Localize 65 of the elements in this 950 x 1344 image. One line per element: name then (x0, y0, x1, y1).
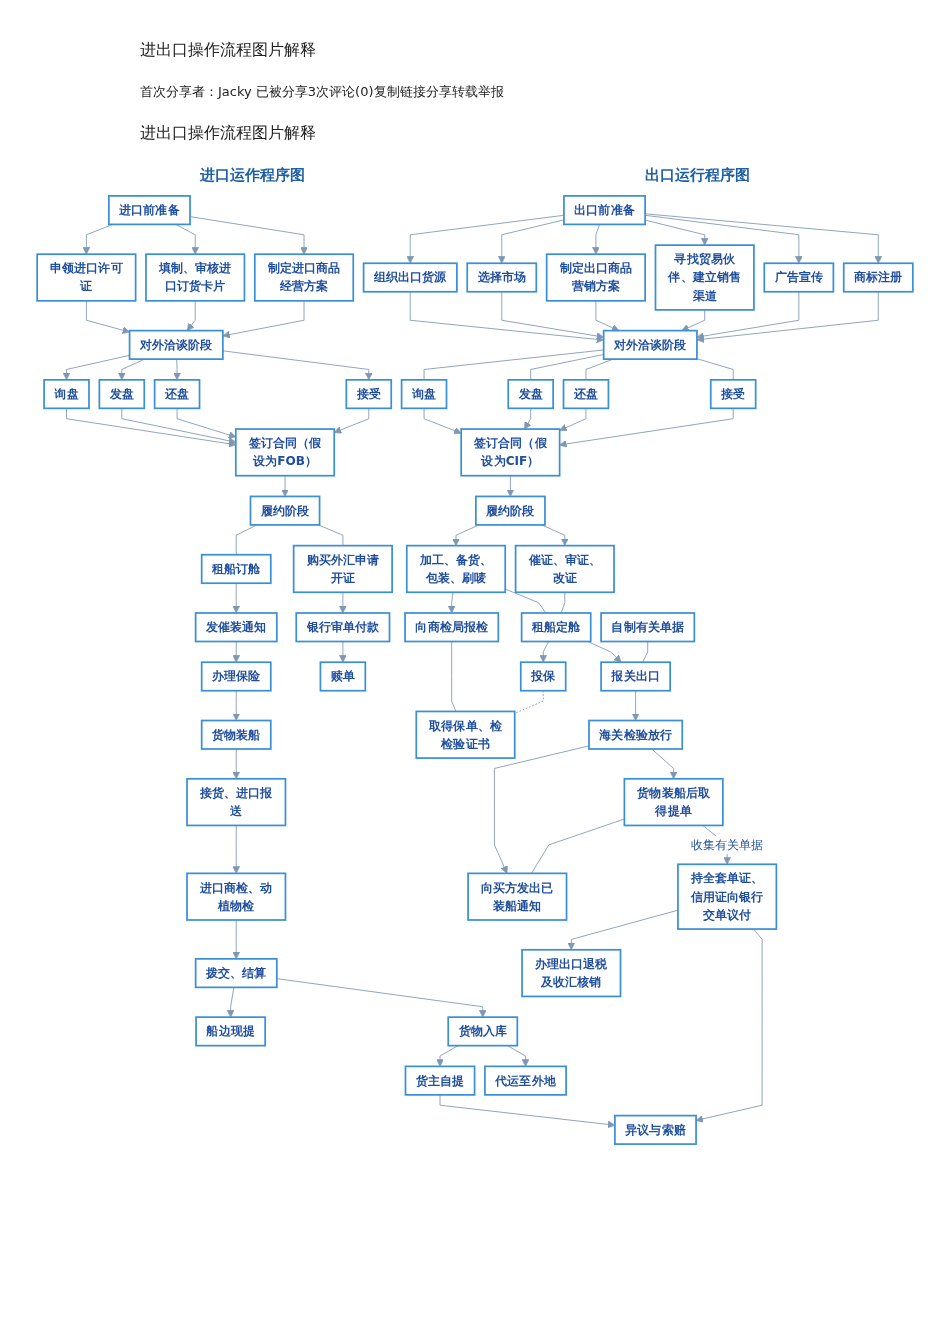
node-box: 出口前准备 (563, 195, 646, 226)
edge-label: 收集有关单据 (690, 837, 764, 852)
node-box: 签订合同（假设为CIF） (460, 428, 561, 477)
node-box: 进口前准备 (108, 195, 191, 226)
diagram-heading: 进口运作程序图 (200, 166, 305, 185)
node-box: 发盘 (98, 379, 146, 410)
node-box: 履约阶段 (475, 495, 546, 526)
connector (560, 591, 566, 614)
node-box: 租船订舱 (200, 553, 272, 585)
node-box: 询盘 (43, 379, 90, 410)
node-box: 取得保单、检检验证书 (415, 710, 516, 759)
connector (531, 818, 625, 874)
node-box: 履约阶段 (249, 495, 321, 526)
node-box: 还盘 (562, 379, 610, 410)
node-box: 进口商检、动植物检 (186, 872, 287, 921)
node-box: 发盘 (507, 379, 554, 410)
node-box: 加工、备货、包装、刷唛 (405, 544, 507, 594)
node-box: 货物装船后取得提单 (623, 777, 724, 827)
node-box: 商标注册 (842, 262, 914, 293)
share-info-text: 首次分享者：Jacky 已被分享3次评论(0)复制链接分享转载举报 (140, 83, 504, 101)
node-box: 办理保险 (200, 661, 272, 692)
node-box: 购买外汇申请开证 (292, 544, 393, 594)
connector (318, 524, 344, 547)
node-box: 海关检验放行 (588, 719, 684, 750)
node-box: 制定出口商品营销方案 (545, 253, 646, 302)
node-box: 赎单 (319, 661, 367, 692)
node-box: 异议与索赔 (614, 1114, 697, 1145)
node-box: 投保 (519, 661, 567, 692)
node-box: 持全套单证、信用证向银行交单议付 (677, 863, 778, 930)
node-box: 寻找贸易伙伴、建立销售渠道 (654, 244, 755, 311)
node-box: 制定进口商品经营方案 (253, 253, 355, 302)
node-box: 货物入库 (447, 1016, 519, 1047)
node-box: 选择市场 (466, 262, 538, 293)
node-box: 申领进口许可证 (36, 253, 137, 302)
diagram-heading: 出口运行程序图 (645, 166, 750, 185)
node-box: 接受 (345, 379, 393, 410)
node-box: 船边现提 (195, 1016, 267, 1047)
node-box: 拨交、结算 (194, 958, 278, 989)
node-box: 向买方发出已装船通知 (467, 872, 568, 921)
node-box: 询盘 (400, 379, 448, 410)
connector (642, 641, 649, 663)
node-box: 签订合同（假设为FOB） (234, 428, 336, 477)
node-box: 货物装船 (200, 719, 272, 750)
node-box: 办理出口退税及收汇核销 (521, 948, 622, 998)
node-box: 催证、审证、改证 (514, 544, 615, 594)
node-box: 租船定舱 (520, 612, 592, 643)
node-box: 填制、审核进口订货卡片 (145, 253, 246, 302)
section-title: 进出口操作流程图片解释 (140, 123, 316, 144)
node-box: 广告宣传 (763, 262, 835, 293)
node-box: 接受 (709, 379, 757, 410)
node-box: 向商检局报检 (404, 612, 500, 643)
node-box: 银行审单付款 (295, 612, 391, 643)
connector (451, 641, 457, 712)
node-box: 对外洽谈阶段 (128, 329, 224, 360)
node-box: 自制有关单据 (600, 612, 696, 643)
node-box: 还盘 (153, 379, 201, 410)
node-box: 组织出口货源 (362, 262, 458, 293)
page-title: 进出口操作流程图片解释 (140, 40, 316, 61)
node-box: 货主自提 (404, 1065, 476, 1096)
node-box: 报关出口 (600, 661, 672, 692)
node-box: 接货、进口报送 (186, 777, 287, 827)
node-box: 发催装通知 (194, 612, 278, 643)
node-box: 代运至外地 (484, 1065, 567, 1096)
node-box: 对外洽谈阶段 (602, 329, 698, 360)
connector (696, 358, 734, 381)
